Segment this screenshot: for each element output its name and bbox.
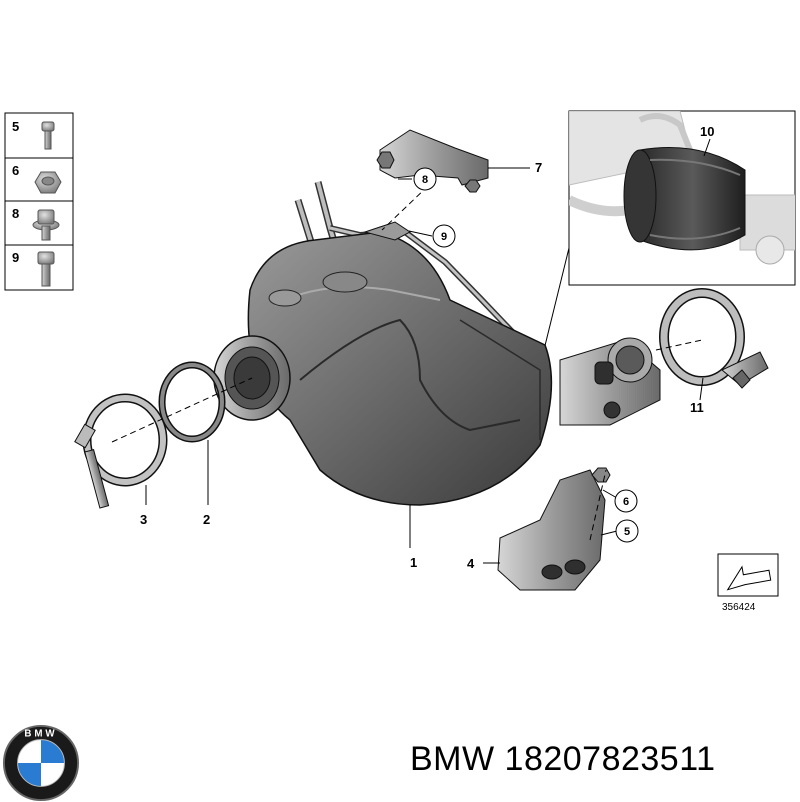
bolt-icon xyxy=(37,251,55,287)
legend-row-8: 8 xyxy=(12,206,60,241)
catalytic-converter-body xyxy=(247,231,553,506)
logo-letters: BMW xyxy=(24,729,57,740)
direction-arrow-icon xyxy=(726,565,772,591)
bolt-icon xyxy=(41,121,55,150)
gasket-ring xyxy=(158,361,226,443)
legend-number-6: 6 xyxy=(12,163,19,178)
upper-bracket xyxy=(376,129,489,193)
legend-number-9: 9 xyxy=(12,250,19,265)
callout-3: 3 xyxy=(140,512,147,527)
legend-number-5: 5 xyxy=(12,119,19,134)
fastener-legend-panel: 5 6 8 9 xyxy=(4,112,74,291)
legend-row-9: 9 xyxy=(12,250,55,287)
callout-2: 2 xyxy=(203,512,210,527)
legend-number-8: 8 xyxy=(12,206,19,221)
figure-number: 356424 xyxy=(722,602,756,613)
callout-8: 8 xyxy=(422,174,428,186)
lower-support-bracket xyxy=(497,467,611,591)
callout-8-circle: 8 xyxy=(413,167,437,191)
legend-row-5: 5 xyxy=(12,119,55,150)
inset-detail-panel: 10 xyxy=(539,110,796,367)
bmw-logo: BMW xyxy=(2,724,80,802)
figure-reference-box: 356424 xyxy=(717,553,779,613)
callout-9: 9 xyxy=(441,231,447,243)
callout-6: 6 xyxy=(623,496,629,508)
flange-nut-icon xyxy=(32,209,60,241)
pipe-clamp xyxy=(659,288,769,389)
callout-7: 7 xyxy=(535,160,542,175)
hose-coupling-icon xyxy=(623,147,746,251)
v-band-clamp xyxy=(74,393,168,509)
hex-nut-icon xyxy=(34,171,62,194)
pipe-bracket xyxy=(363,221,411,241)
callout-9-circle: 9 xyxy=(432,224,456,248)
leader-lines xyxy=(145,167,704,564)
legend-row-6: 6 xyxy=(12,163,62,194)
callout-10: 10 xyxy=(700,124,714,139)
callout-5: 5 xyxy=(624,526,630,538)
callout-11: 11 xyxy=(690,400,704,415)
assembly-axis-lines xyxy=(111,185,703,541)
callout-4: 4 xyxy=(467,556,475,571)
brand-part-number-caption: BMW 18207823511 xyxy=(410,740,716,778)
callout-1: 1 xyxy=(410,555,417,570)
callout-6-circle: 6 xyxy=(614,489,638,513)
callout-5-circle: 5 xyxy=(615,519,639,543)
outlet-pipe xyxy=(559,337,661,426)
